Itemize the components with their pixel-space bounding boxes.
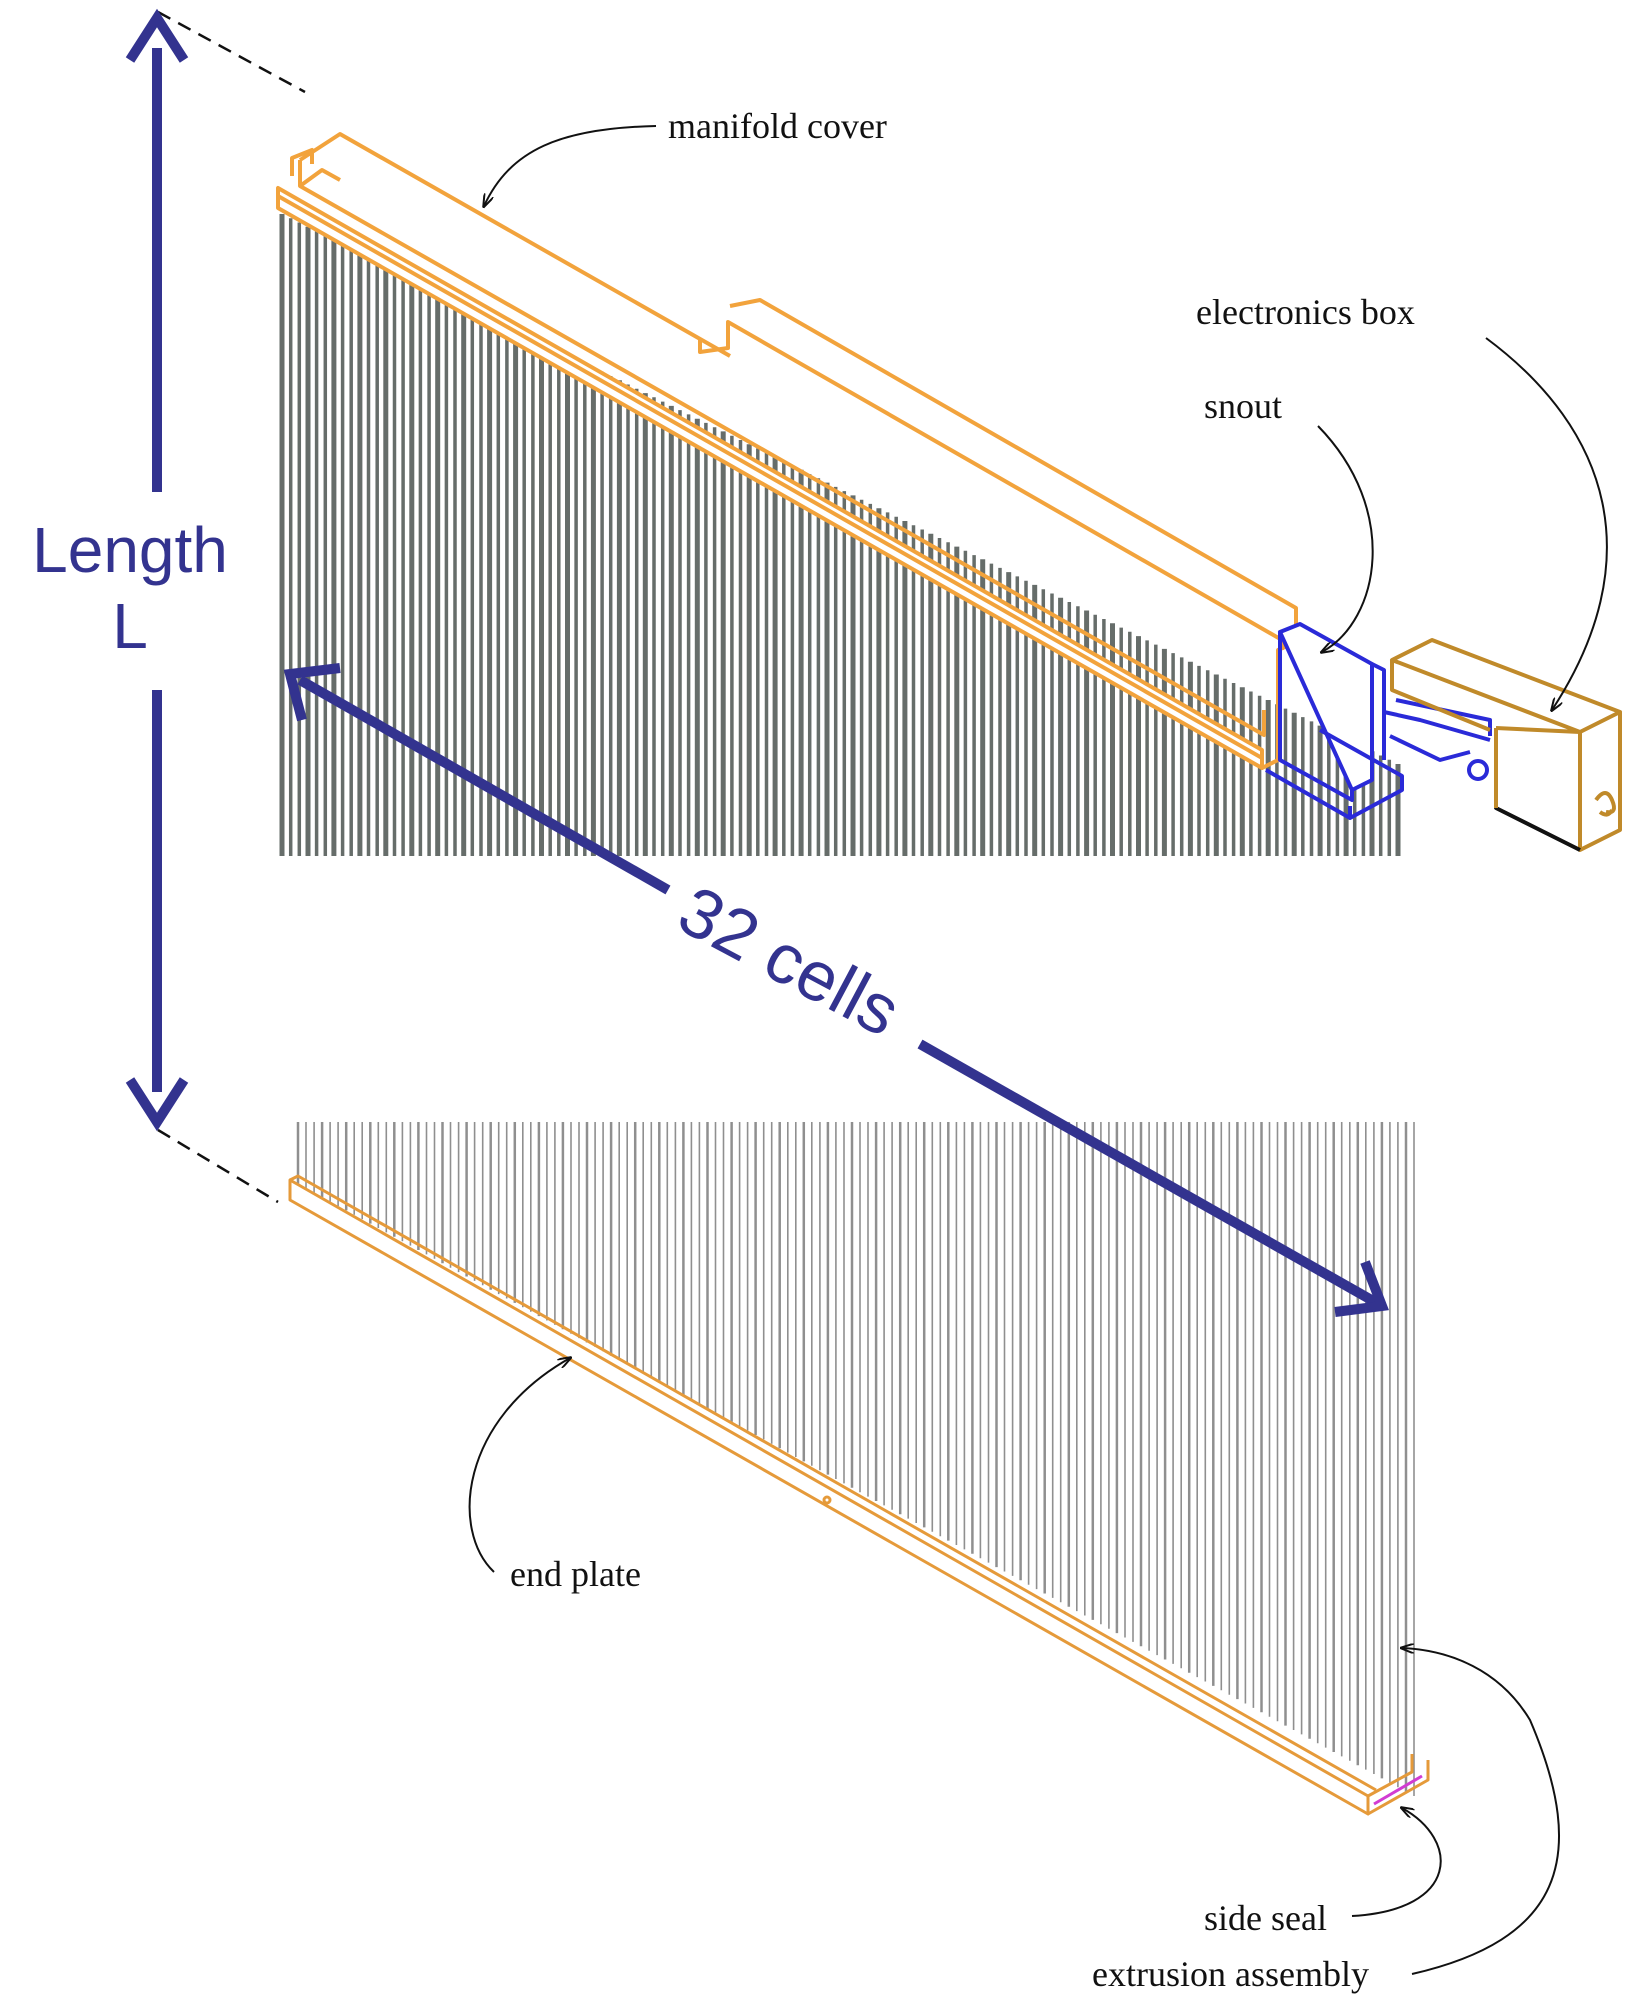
end-plate-label: end plate [510,1554,641,1594]
length-extension-top [157,10,306,94]
snout-leader [1317,425,1374,652]
straw-tubes-lower [296,1122,1415,1796]
manifold-cover-label: manifold cover [668,106,887,146]
length-symbol: L [112,590,148,662]
snout-label: snout [1204,386,1282,426]
extrusion-assembly-label: extrusion assembly [1092,1954,1369,1994]
electronics-box-label: electronics box [1196,292,1415,332]
length-dimension-arrow [125,8,189,1132]
cells-dimension-arrow [283,663,1389,1317]
length-label: Length [32,514,228,586]
length-extension-bottom [157,1128,279,1204]
cells-label: 32 cells [666,871,912,1051]
manifold-cover-leader [484,125,657,206]
side-seal-leader [1351,1808,1442,1917]
side-seal-label: side seal [1204,1898,1327,1938]
electronics-box-leader [1485,337,1608,710]
end-plate-shape [288,1174,1430,1816]
end-plate-leader [468,1358,570,1573]
side-seal-shape [1373,1774,1423,1806]
snout-assembly [1265,622,1492,820]
extrusion-assembly-leader [1402,1648,1560,1975]
electronics-box-shape [1390,638,1622,852]
